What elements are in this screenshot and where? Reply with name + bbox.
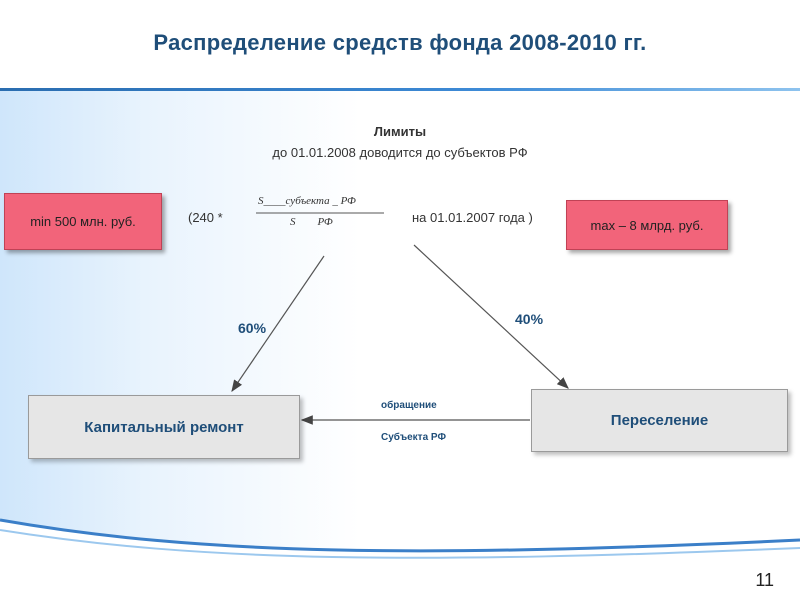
formula-denominator: S РФ [290,216,333,228]
subject-label: Субъекта РФ [381,432,446,443]
min-amount-box: min 500 млн. руб. [4,193,162,250]
resettlement-box: Переселение [531,389,788,452]
formula-prefix: (240 * [188,210,223,225]
arrow-to-capital-repair [231,255,325,392]
arrow-to-resettlement [413,244,569,389]
limits-subtitle: до 01.01.2008 доводится до субъектов РФ [272,145,528,160]
page-number: 11 [755,570,774,590]
capital-repair-box: Капитальный ремонт [28,395,300,459]
slide-title: Распределение средств фонда 2008-2010 гг… [153,30,647,55]
title-underline [0,88,800,91]
right-percent: 40% [515,311,544,327]
appeal-label: обращение [381,400,437,411]
formula-numerator: S____субъекта _ РФ [258,195,356,207]
max-amount-box: max – 8 млрд. руб. [566,200,728,250]
limits-heading: Лимиты [373,124,427,139]
content-panel [0,91,800,600]
bottom-wave-decoration [0,518,800,600]
formula-suffix: на 01.01.2007 года ) [412,210,533,225]
left-percent: 60% [238,320,267,336]
